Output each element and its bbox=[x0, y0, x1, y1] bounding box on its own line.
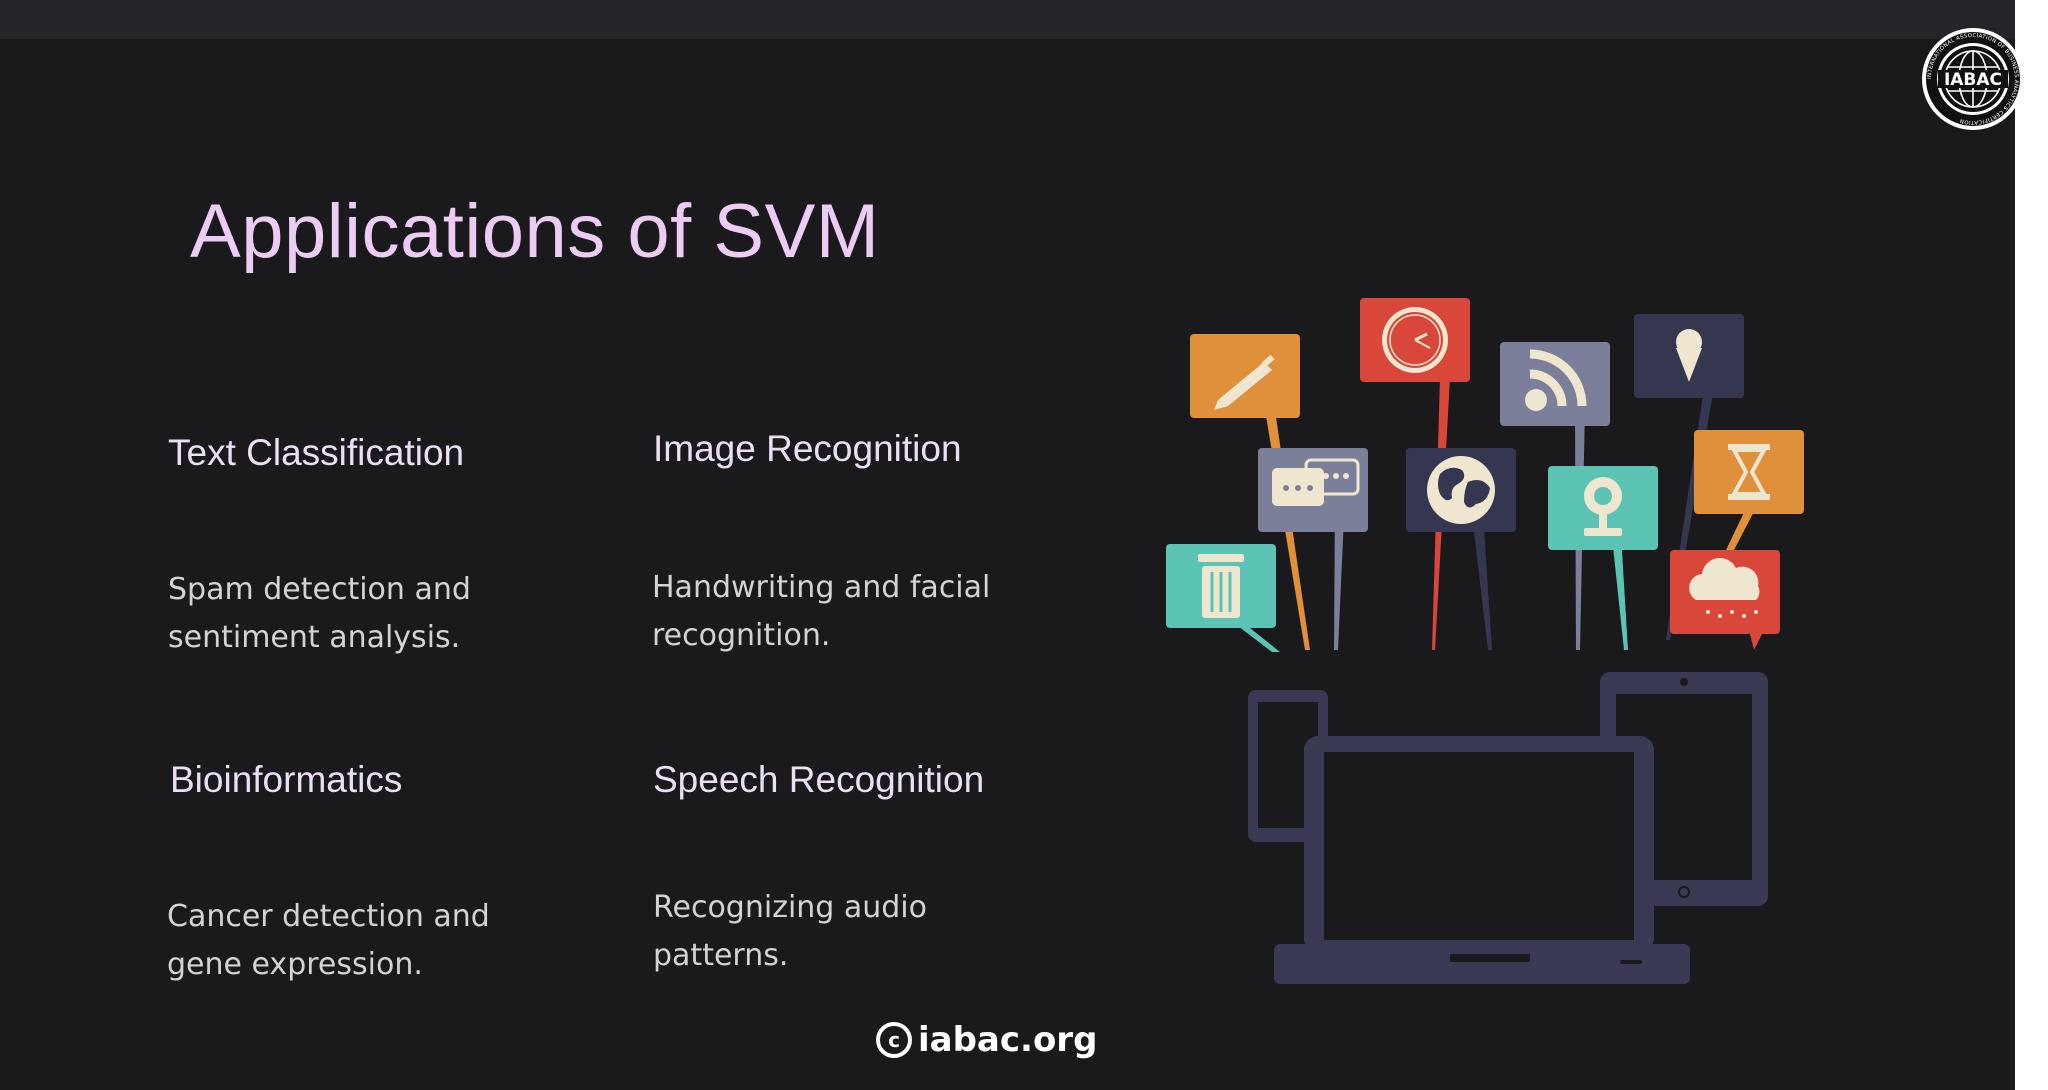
desc-line: Spam detection and bbox=[168, 572, 471, 607]
desc-text-classification: Spam detection and sentiment analysis. bbox=[168, 566, 471, 662]
desc-line: patterns. bbox=[653, 938, 789, 973]
heading-speech-recognition: Speech Recognition bbox=[653, 759, 985, 800]
desc-line: Recognizing audio bbox=[653, 890, 927, 925]
footer-site-link[interactable]: c iabac.org bbox=[876, 1020, 1097, 1060]
ice-cream-icon bbox=[1634, 314, 1744, 398]
copyright-icon: c bbox=[876, 1022, 912, 1058]
chat-icon bbox=[1258, 448, 1368, 532]
desc-line: Cancer detection and bbox=[167, 899, 490, 934]
heading-image-recognition: Image Recognition bbox=[653, 428, 962, 469]
desc-speech-recognition: Recognizing audio patterns. bbox=[653, 884, 927, 980]
heading-bioinformatics: Bioinformatics bbox=[170, 759, 403, 800]
clock-icon bbox=[1360, 298, 1470, 382]
desc-bioinformatics: Cancer detection and gene expression. bbox=[167, 893, 490, 989]
desc-line: recognition. bbox=[652, 618, 831, 653]
hourglass-icon bbox=[1694, 430, 1804, 514]
pencil-icon bbox=[1190, 334, 1300, 418]
trash-icon bbox=[1166, 544, 1276, 628]
desc-image-recognition: Handwriting and facial recognition. bbox=[652, 564, 990, 660]
devices-illustration bbox=[1166, 298, 1804, 984]
desc-line: Handwriting and facial bbox=[652, 570, 991, 605]
desc-line: sentiment analysis. bbox=[168, 620, 461, 655]
logo-text: IABAC bbox=[1944, 70, 2002, 90]
iabac-logo: IABAC INTERNATIONAL ASSOCIATION OF BUSIN… bbox=[1922, 28, 2024, 130]
heading-text-classification: Text Classification bbox=[168, 432, 465, 473]
webcam-icon bbox=[1548, 466, 1658, 550]
desc-line: gene expression. bbox=[167, 947, 423, 982]
laptop-icon bbox=[1274, 736, 1690, 984]
window-edge bbox=[2015, 0, 2048, 1090]
slide-title: Applications of SVM bbox=[190, 189, 880, 274]
globe-icon bbox=[1406, 448, 1516, 532]
footer-text: iabac.org bbox=[918, 1020, 1098, 1060]
top-bar bbox=[0, 0, 2015, 39]
cloud-rain-icon bbox=[1670, 550, 1780, 650]
rss-icon bbox=[1500, 342, 1610, 426]
